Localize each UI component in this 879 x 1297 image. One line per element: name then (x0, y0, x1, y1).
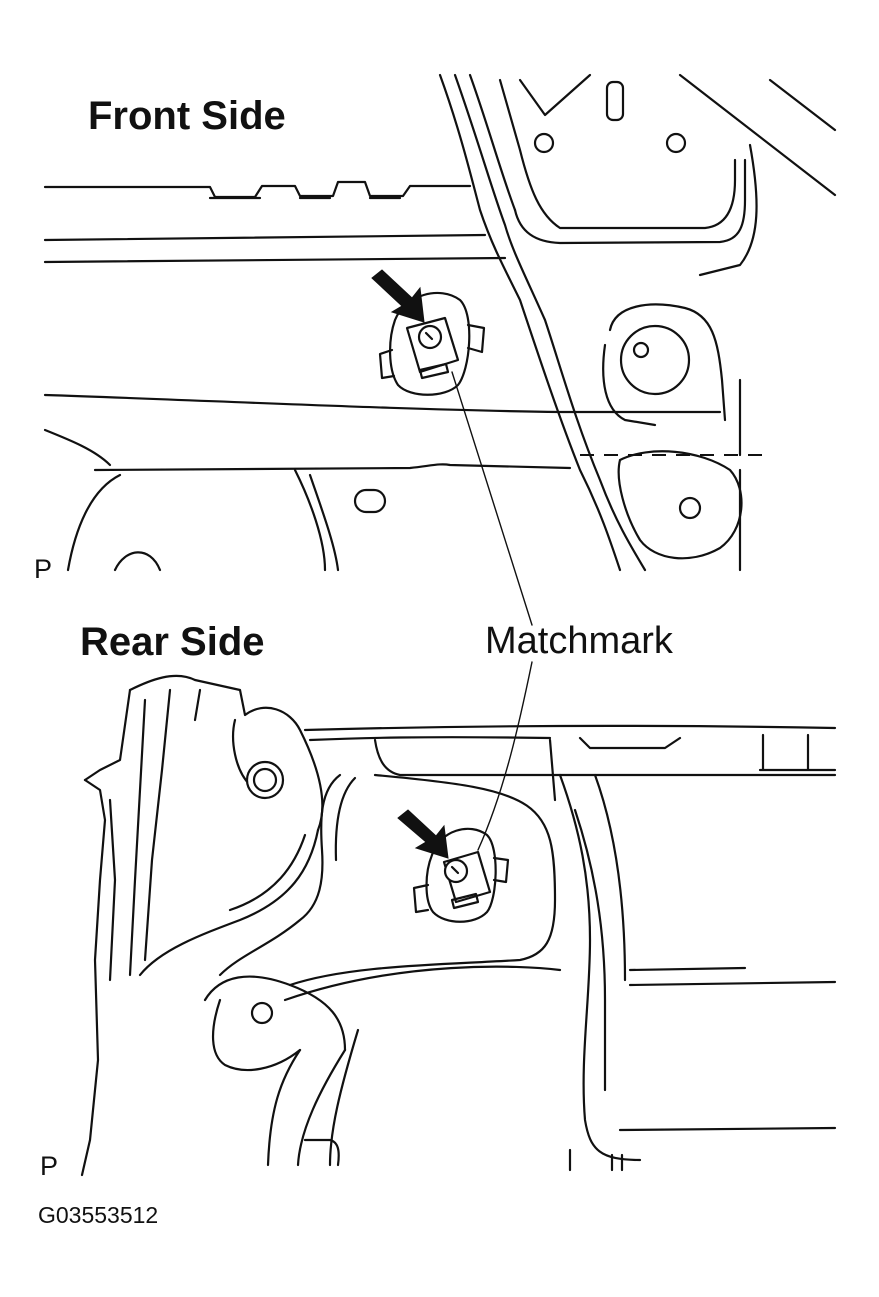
front-p-mark: P (34, 554, 53, 584)
matchmark-leader (451, 371, 533, 851)
matchmark-label: Matchmark (485, 620, 673, 662)
rear-side-heading: Rear Side (80, 620, 265, 664)
rear-side-drawing (80, 674, 837, 1177)
rear-plug (412, 827, 510, 923)
front-side-heading: Front Side (88, 94, 286, 138)
front-arrow-icon (371, 269, 425, 323)
front-side-drawing (43, 73, 837, 572)
front-plug (378, 291, 486, 396)
figure-id: G03553512 (38, 1202, 159, 1228)
rear-p-mark: P (40, 1151, 59, 1181)
rear-arrow-icon (397, 809, 449, 859)
